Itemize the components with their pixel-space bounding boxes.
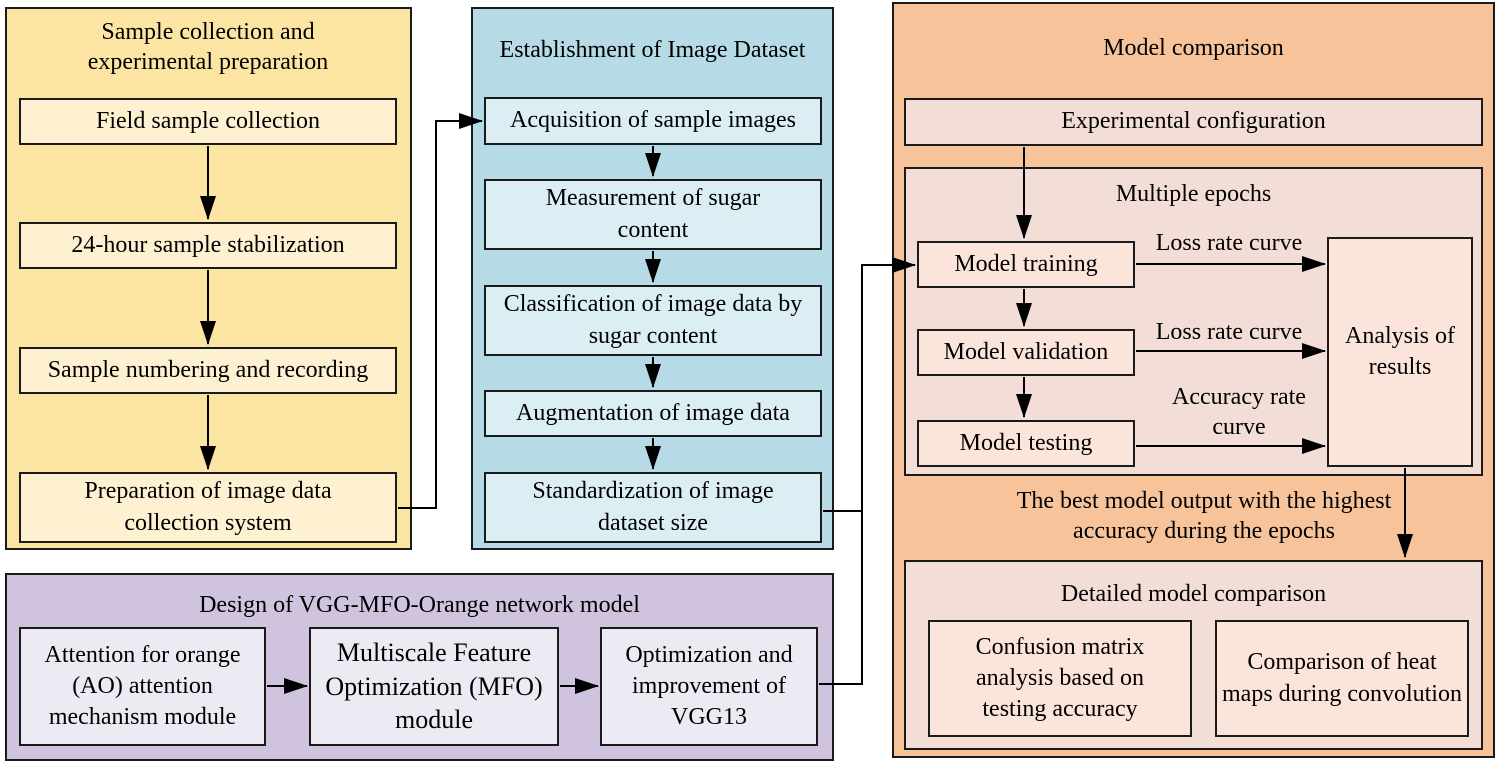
panel-title-network-design: Design of VGG-MFO-Orange network model <box>199 592 640 618</box>
module-ao-attention: Attention for orange (AO) attention mech… <box>19 627 266 746</box>
panel-image-dataset: Establishment of Image Dataset <box>471 7 834 550</box>
step-label: Model validation <box>943 338 1109 365</box>
step-model-training: Model training <box>917 241 1135 288</box>
step-model-validation: Model validation <box>917 329 1135 376</box>
step-sample-stabilization: 24-hour sample stabilization <box>19 222 397 269</box>
step-label: Measurement of sugar content <box>545 185 761 243</box>
panel-sample-preparation: Sample collection and experimental prepa… <box>5 7 412 550</box>
experimental-configuration: Experimental configuration <box>904 98 1483 146</box>
analysis-of-results: Analysis of results <box>1327 237 1473 467</box>
heatmap-label: Comparison of heat maps during convoluti… <box>1222 649 1462 707</box>
step-label: Field sample collection <box>96 107 320 134</box>
step-label: Acquisition of sample images <box>510 107 796 134</box>
step-label: Model training <box>954 250 1098 277</box>
module-vgg13-optimization: Optimization and improvement of VGG13 <box>600 627 818 746</box>
curve-label-testing: Accuracy rate curve <box>1172 384 1306 440</box>
step-measurement-sugar: Measurement of sugar content <box>484 179 822 250</box>
step-sample-numbering: Sample numbering and recording <box>19 347 397 394</box>
multiple-epochs-title: Multiple epochs <box>1115 181 1272 207</box>
curve-label-training: Loss rate curve <box>1155 230 1303 256</box>
module-label: Optimization and improvement of VGG13 <box>625 641 793 731</box>
config-label: Experimental configuration <box>1061 108 1326 135</box>
step-label: Preparation of image data collection sys… <box>84 478 332 536</box>
step-field-sample-collection: Field sample collection <box>19 98 397 145</box>
module-label: Multiscale Feature Optimization (MFO) mo… <box>325 637 543 735</box>
step-standardization: Standardization of image dataset size <box>484 472 822 543</box>
step-label: Model testing <box>959 429 1093 456</box>
step-model-testing: Model testing <box>917 420 1135 467</box>
step-classification-image-data: Classification of image data by sugar co… <box>484 285 822 356</box>
confusion-label: Confusion matrix analysis based on testi… <box>975 633 1145 723</box>
panel-title-image-dataset: Establishment of Image Dataset <box>499 37 806 63</box>
step-acquisition-images: Acquisition of sample images <box>484 97 822 145</box>
step-label: Standardization of image dataset size <box>532 478 774 536</box>
confusion-matrix-analysis: Confusion matrix analysis based on testi… <box>928 620 1192 737</box>
curve-label-validation: Loss rate curve <box>1155 319 1303 345</box>
best-model-output-text: The best model output with the highest a… <box>1016 488 1392 544</box>
panel-title-model-comparison: Model comparison <box>1103 35 1284 61</box>
panel-title-sample-preparation: Sample collection and experimental prepa… <box>87 19 329 75</box>
detailed-comparison-title: Detailed model comparison <box>1060 581 1327 607</box>
step-label: 24-hour sample stabilization <box>71 231 345 258</box>
heat-map-comparison: Comparison of heat maps during convoluti… <box>1215 620 1469 737</box>
step-label: Sample numbering and recording <box>47 356 369 383</box>
step-label: Classification of image data by sugar co… <box>503 291 803 349</box>
analysis-label: Analysis of results <box>1345 322 1455 380</box>
step-label: Augmentation of image data <box>516 399 790 426</box>
module-label: Attention for orange (AO) attention mech… <box>44 641 241 731</box>
step-augmentation: Augmentation of image data <box>484 390 822 437</box>
step-image-collection-system: Preparation of image data collection sys… <box>19 472 397 543</box>
module-mfo: Multiscale Feature Optimization (MFO) mo… <box>309 627 559 746</box>
